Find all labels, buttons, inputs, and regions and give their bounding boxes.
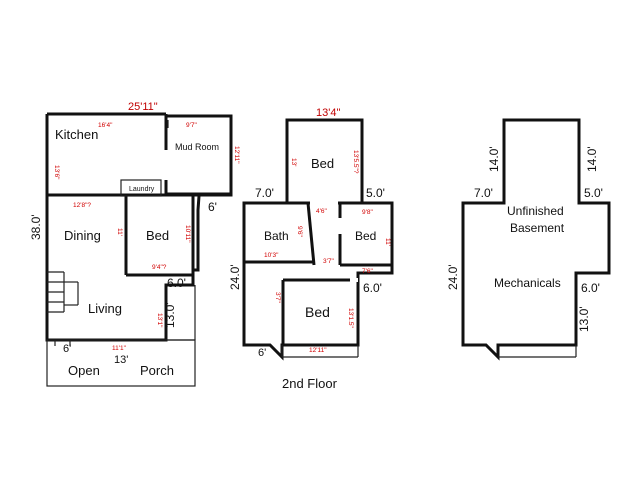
second-floor-title: 2nd Floor [282,376,338,391]
bath-right-wall [306,202,316,266]
bed-bottom-left-dim: 3'7" [274,292,281,303]
living-label: Living [88,301,122,316]
basement-right-lower: 13.0' [577,306,591,332]
mudroom-depth: 12'11" [233,146,240,164]
second-floor-bed-bottom-label: Bed [305,304,330,320]
first-floor-top-width: 25'11" [128,101,158,113]
porch-label: Porch [140,363,174,378]
bed-dim: 9'4"? [152,264,167,271]
second-floor-outer-wall [242,118,394,361]
open-label: Open [68,363,100,378]
basement-right-step: 5.0' [584,186,603,200]
basement-right-top: 14.0' [585,146,599,172]
dining-dim: 12'8"? [73,202,91,209]
bed-right-dim: 9'8" [362,209,373,216]
basement-outer-wall [461,118,611,361]
first-floor-bottom-left: 6' [63,343,71,355]
second-floor-height: 24.0' [228,264,242,290]
kitchen-depth: 13'6" [53,165,60,180]
bath-label: Bath [264,229,289,243]
second-floor-right-step: 5.0' [366,186,385,200]
porch-outline [46,339,196,387]
bed-depth: 10'11" [184,225,191,243]
bed-top-depth2: 13'5.5"? [352,150,359,174]
basement-left-step: 7.0' [474,186,493,200]
first-floor-right-jog: 6' [208,200,217,214]
second-floor-left-step: 7.0' [255,186,274,200]
basement-label-unfinished: Unfinished [507,204,564,218]
first-floor-right-lower: 13.0' [163,302,177,328]
basement-label-basement: Basement [510,221,565,235]
porch-width: 13' [114,354,128,366]
kitchen-dim: 16'4" [98,122,113,129]
living-depth: 13'1" [156,313,163,328]
bed-top-depth: 13' [290,158,297,166]
mudroom-label: Mud Room [175,142,219,152]
bed-right-depth: 11' [384,238,391,246]
first-floor-plan: Kitchen Mud Room Laundry Dining Bed Livi… [29,101,240,387]
laundry-box [120,179,162,197]
dining-depth: 11' [116,228,123,236]
living-dim: 11'1" [112,345,127,352]
laundry-label: Laundry [129,186,155,193]
second-floor-bed-right-label: Bed [355,229,376,243]
bed-bottom-dim: 12'11" [309,347,327,354]
basement-height: 24.0' [446,264,460,290]
bath-dim: 10'3" [264,252,279,259]
bed-label: Bed [146,228,169,243]
mudroom-walls [164,114,233,197]
dining-label: Dining [64,228,101,243]
basement-right-lower-step: 6.0' [581,281,600,295]
stairs-icon [47,271,79,313]
second-floor-bottom-left: 6' [258,347,266,359]
second-floor-bed-top-label: Bed [311,156,334,171]
second-floor-right-lower: 6.0' [363,281,382,295]
bed-right-dim2: 7'6" [362,268,373,275]
hall2-dim: 3'7" [323,258,334,265]
first-floor-step-out: 6.0' [167,276,186,290]
bed-bottom-depth: 13'1.5" [347,308,354,329]
basement-label-mechanicals: Mechanicals [494,276,561,290]
second-floor-plan: Bed Bath Bed Bed 2nd Floor 13'4" 7.0' 5.… [228,107,394,391]
basement-left-top: 14.0' [487,146,501,172]
second-floor-top-width: 13'4" [316,107,340,119]
bath-depth: 9'6" [296,226,303,237]
kitchen-label: Kitchen [55,127,98,142]
hall-dim: 4'6" [316,208,327,215]
mudroom-dim: 9'7" [186,122,197,129]
first-floor-height: 38.0' [29,214,43,240]
basement-plan: 14.0' 14.0' 7.0' 5.0' 24.0' 6.0' 13.0' U… [446,118,611,361]
